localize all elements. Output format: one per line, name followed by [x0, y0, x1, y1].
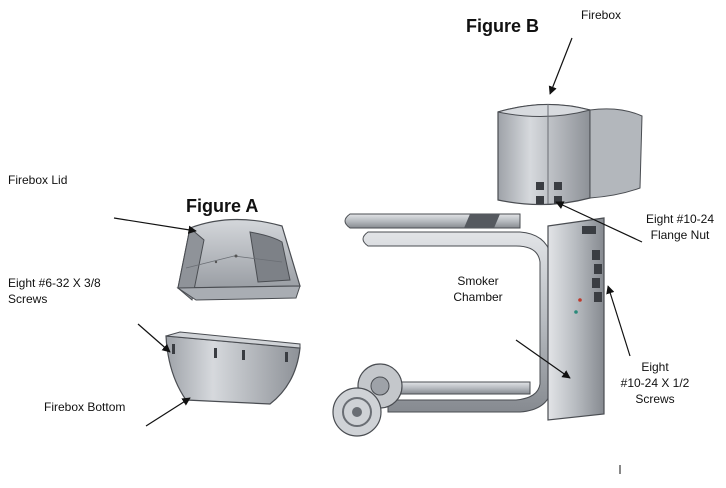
firebox-lid-label: Firebox Lid: [8, 173, 68, 187]
firebox-bottom-label: Firebox Bottom: [44, 400, 126, 414]
firebox-part: [497, 103, 643, 206]
figure-a-title: Figure A: [186, 196, 259, 216]
flange-nut-label-line2: Flange Nut: [650, 228, 710, 242]
wheels: [332, 363, 403, 437]
small-screws-label-line1: Eight #6-32 X 3/8: [8, 276, 101, 290]
small-screws-label-line2: Screws: [8, 292, 48, 306]
firebox-lid-part: [176, 218, 301, 301]
smoker-chamber-label-line1: Smoker: [457, 274, 499, 288]
leader-arrows: [113, 37, 643, 427]
firebox-label: Firebox: [581, 8, 622, 22]
smoker-chamber-label-line2: Chamber: [453, 290, 503, 304]
flange-nut-label-line1: Eight #10-24: [645, 212, 715, 226]
large-screws-label-line3: Screws: [635, 392, 675, 406]
smoker-chamber-part: [547, 217, 605, 421]
firebox-bottom-part: [165, 331, 301, 405]
large-screws-label-line1: Eight: [641, 360, 669, 374]
figure-b-title: Figure B: [466, 16, 540, 36]
large-screws-label-line2: #10-24 X 1/2: [620, 376, 690, 390]
